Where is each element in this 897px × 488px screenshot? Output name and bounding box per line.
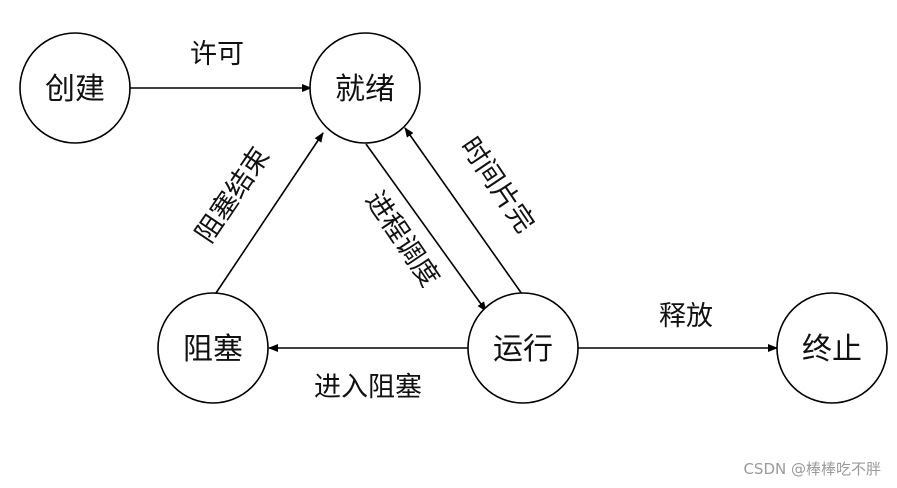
state-blocked-label: 阻塞 <box>183 332 243 367</box>
edge-label-running-to-ready: 时间片完 <box>454 132 540 239</box>
watermark-text: CSDN @棒棒吃不胖 <box>743 460 881 478</box>
edge-running-to-ready <box>404 127 523 295</box>
edge-label-running-to-blocked: 进入阻塞 <box>314 372 422 403</box>
edge-label-ready-to-running: 进程调度 <box>359 186 445 293</box>
state-create: 创建 <box>19 32 131 144</box>
state-running-label: 运行 <box>493 332 553 367</box>
state-blocked: 阻塞 <box>157 292 269 404</box>
state-ready: 就绪 <box>309 32 421 144</box>
edge-label-running-to-terminated: 释放 <box>659 301 713 332</box>
edge-label-create-to-ready: 许可 <box>190 39 244 70</box>
state-terminated-label: 终止 <box>802 332 862 367</box>
state-ready-label: 就绪 <box>335 72 395 107</box>
state-running: 运行 <box>467 292 579 404</box>
edge-blocked-to-ready <box>213 132 324 297</box>
state-create-label: 创建 <box>45 72 105 107</box>
edge-ready-to-running <box>365 143 487 312</box>
edge-label-blocked-to-ready: 阻塞结束 <box>190 142 276 249</box>
state-terminated: 终止 <box>776 292 888 404</box>
